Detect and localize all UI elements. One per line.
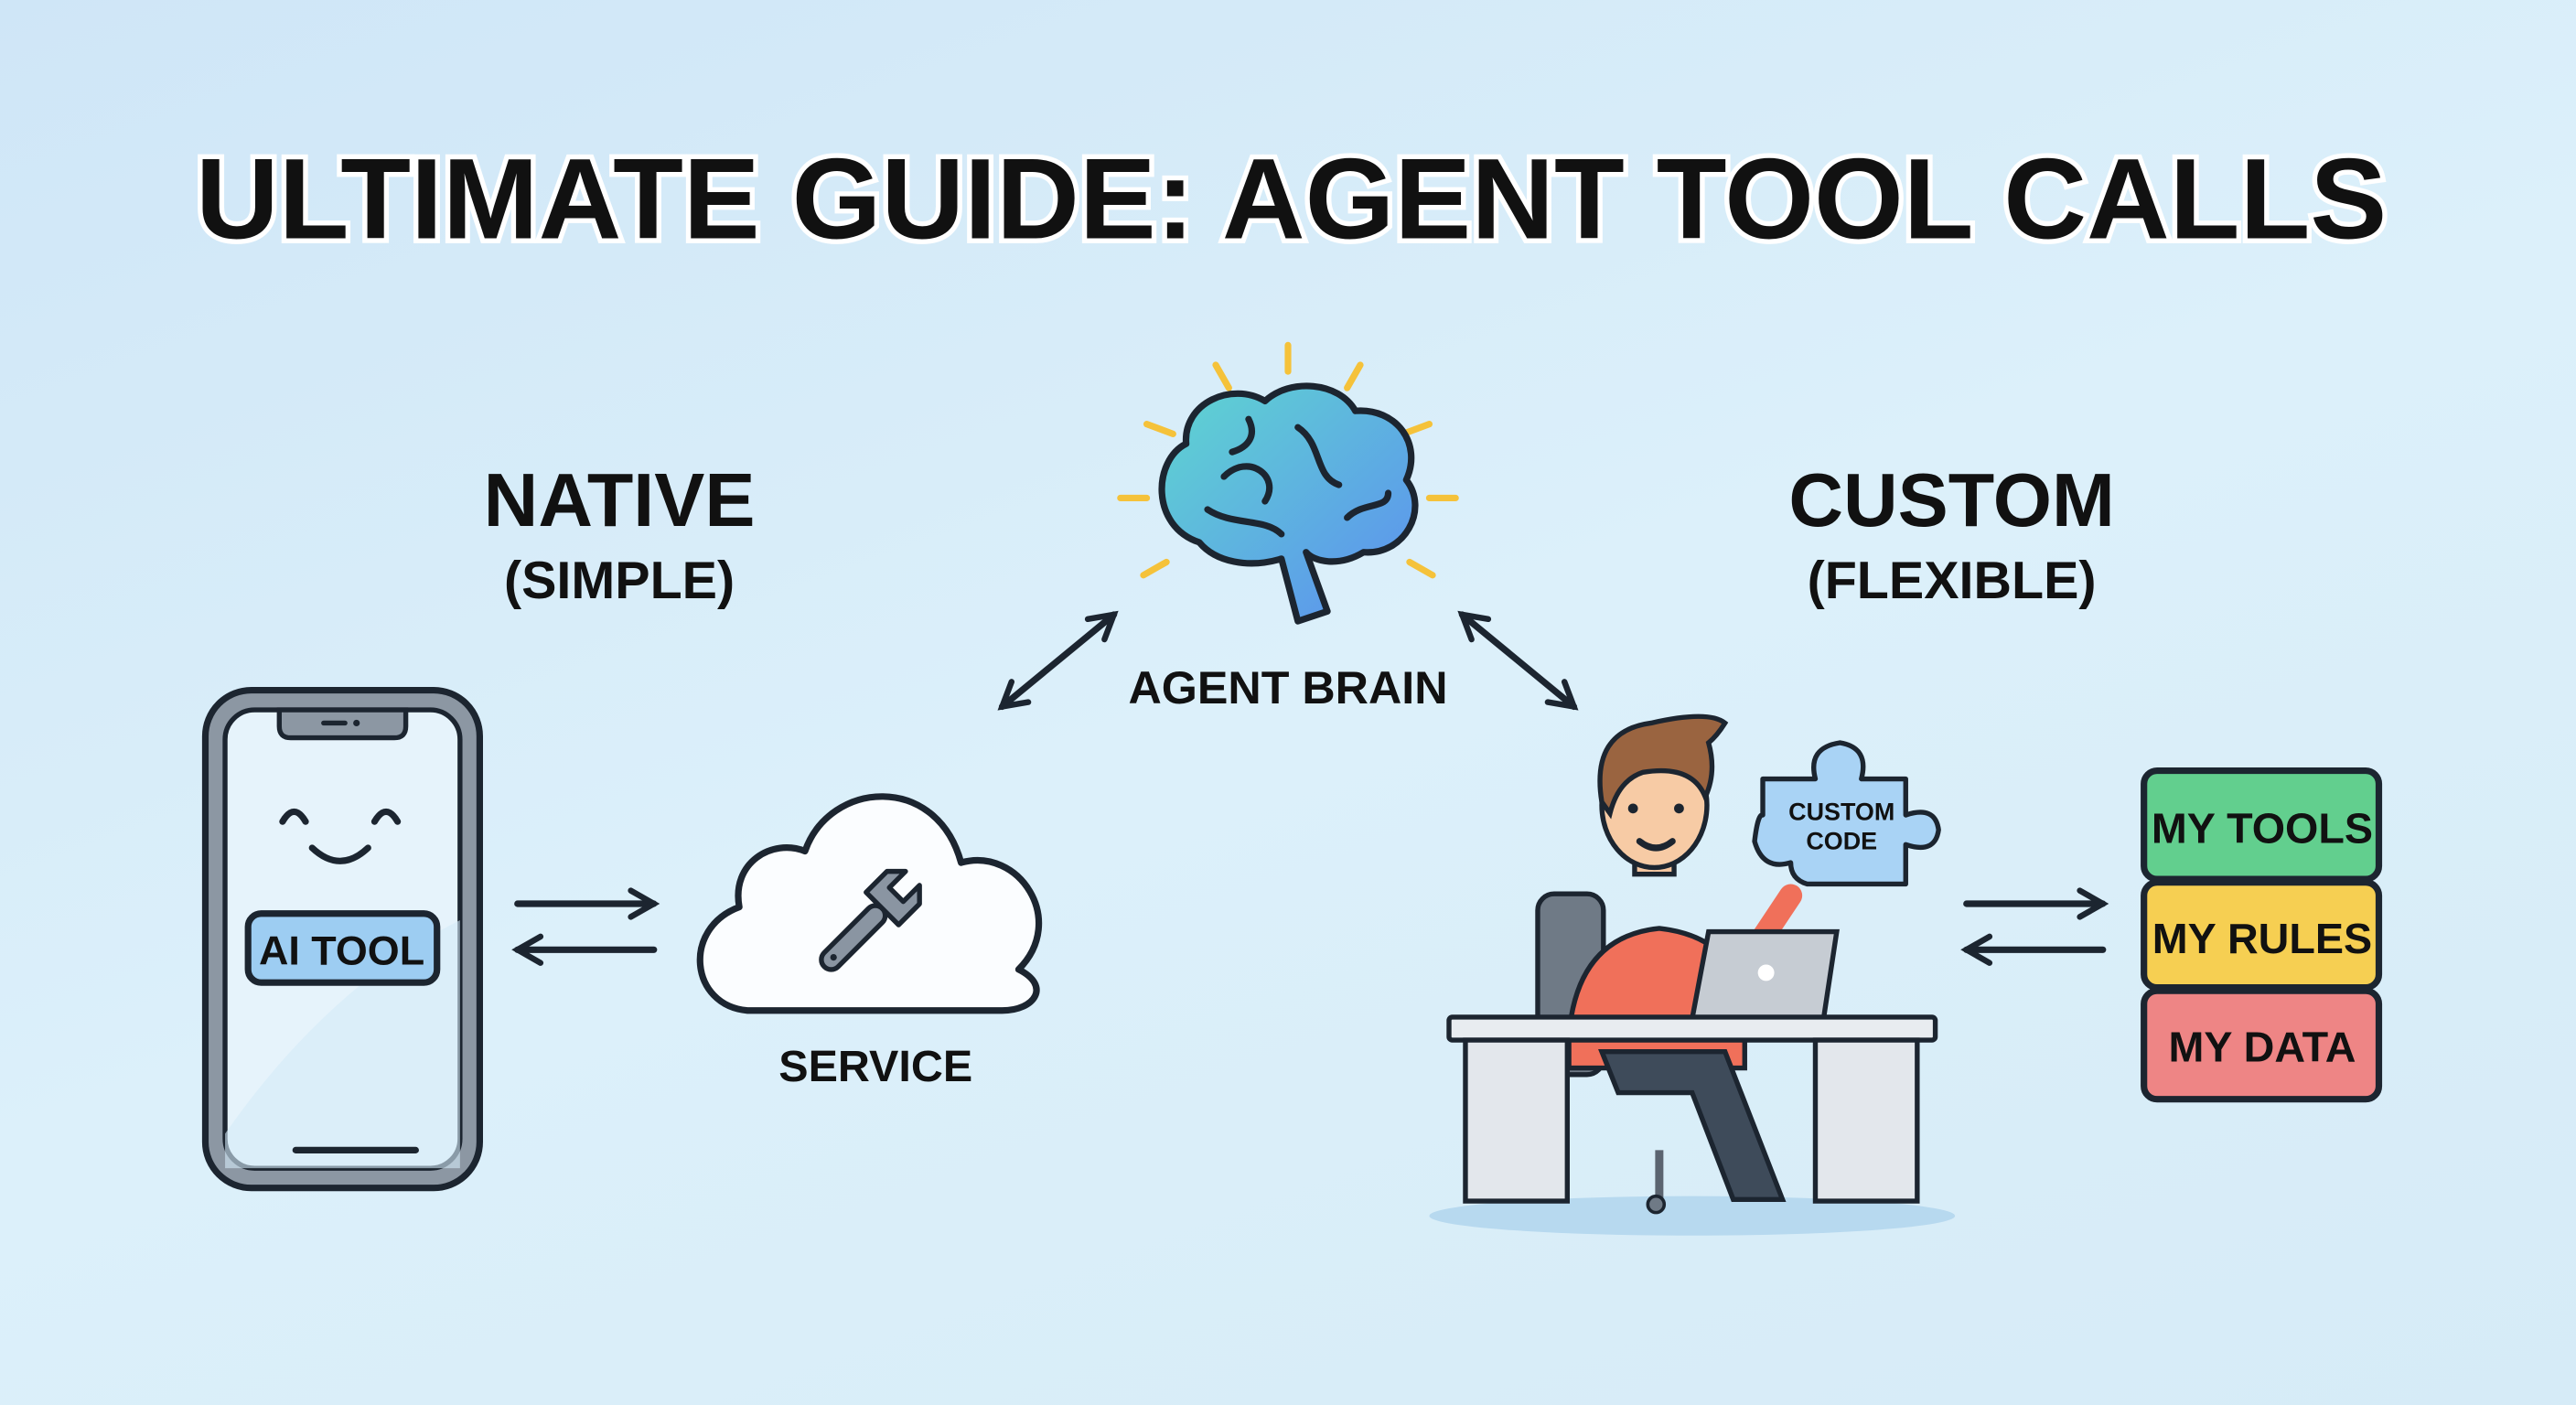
page-title: ULTIMATE GUIDE: AGENT TOOL CALLS <box>196 134 2387 263</box>
native-subheading: (SIMPLE) <box>504 552 735 610</box>
my-rules-label: MY RULES <box>2152 915 2372 962</box>
stack-my-tools: MY TOOLS <box>2141 767 2383 883</box>
stack-my-data: MY DATA <box>2141 987 2383 1103</box>
custom-code-puzzle-piece: CUSTOM CODE <box>1752 740 1941 887</box>
service-label: SERVICE <box>778 1042 972 1091</box>
stack-my-rules: MY RULES <box>2141 879 2383 992</box>
cloud-icon <box>696 793 1043 1014</box>
ai-tool-badge: AI TOOL <box>244 910 441 986</box>
brain-native-arrow <box>997 610 1119 711</box>
wrench-icon <box>819 868 922 972</box>
puzzle-label-line1: CUSTOM <box>1788 798 1894 825</box>
custom-heading: CUSTOM <box>1788 457 2114 542</box>
developer-illustration <box>1429 713 1956 1236</box>
brain-custom-arrow <box>1457 610 1579 711</box>
smiley-face-icon <box>279 808 402 864</box>
my-tools-label: MY TOOLS <box>2152 805 2373 853</box>
puzzle-label-line2: CODE <box>1806 828 1877 855</box>
custom-subheading: (FLEXIBLE) <box>1808 552 2097 610</box>
agent-brain-label: AGENT BRAIN <box>1128 661 1447 713</box>
native-heading: NATIVE <box>484 457 756 542</box>
ai-tool-label: AI TOOL <box>259 927 424 973</box>
my-data-label: MY DATA <box>2169 1023 2356 1070</box>
brain-icon <box>1117 341 1459 625</box>
